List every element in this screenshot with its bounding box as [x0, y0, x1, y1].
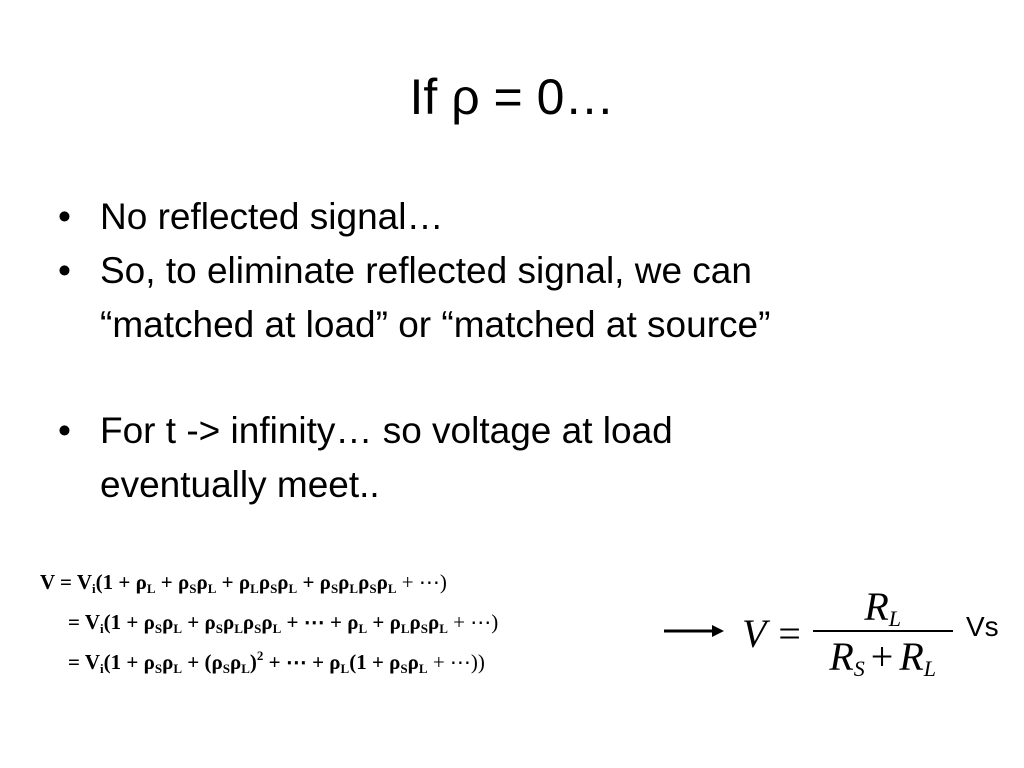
bullet-text: So, to eliminate reflected signal, we ca…: [100, 250, 752, 291]
equation-line-2: = Vi(1 + ρSρL + ρSρLρSρL + ⋯ + ρL + ρLρS…: [68, 610, 499, 636]
equation-line-3: = Vi(1 + ρSρL + (ρSρL)2 + ⋯ + ρL(1 + ρSρ…: [68, 648, 485, 676]
voltage-formula: V = RL RS+RL: [742, 578, 953, 688]
bullet-item: • So, to eliminate reflected signal, we …: [58, 244, 988, 352]
formula-fraction: RL RS+RL: [812, 584, 953, 682]
vs-label: Vs: [966, 611, 999, 642]
bullet-text-continued: eventually meet..: [100, 464, 380, 505]
equation-line-1: V = Vi(1 + ρL + ρSρL + ρLρSρL + ρSρLρSρL…: [40, 570, 447, 596]
series-equations: V = Vi(1 + ρL + ρSρL + ρLρSρL + ρSρLρSρL…: [40, 562, 650, 682]
bullet-item: • No reflected signal…: [58, 190, 988, 244]
bullet-text-continued: “matched at load” or “matched at source”: [100, 304, 771, 345]
formula-numerator: RL: [864, 584, 902, 631]
bullet-dot: •: [58, 196, 71, 237]
bullet-text: No reflected signal…: [100, 196, 444, 237]
formula-lhs: V =: [742, 610, 803, 656]
bullet-text: For t -> infinity… so voltage at load: [100, 410, 673, 451]
slide-title: If ρ = 0…: [409, 69, 615, 125]
bullet-list: • No reflected signal… • So, to eliminat…: [58, 190, 988, 512]
formula-denominator: RS+RL: [829, 634, 937, 681]
right-arrow-icon: [664, 625, 724, 637]
bullet-dot: •: [58, 410, 71, 451]
bullet-dot: •: [58, 250, 71, 291]
fraction-bar: [812, 630, 953, 632]
bullet-item: • For t -> infinity… so voltage at load …: [58, 404, 988, 512]
